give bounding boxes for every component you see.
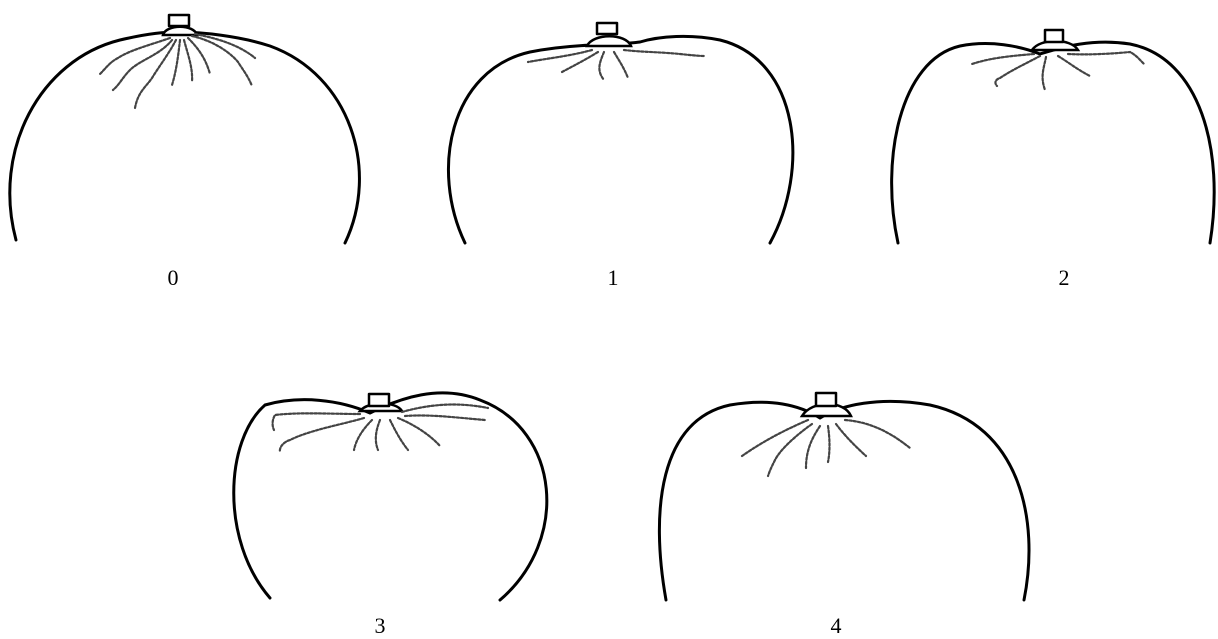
grade-label-2: 2 [1059, 265, 1070, 290]
stem [597, 23, 617, 34]
stem [816, 393, 836, 406]
fruit-grade-2: 2 [892, 30, 1215, 290]
stem-cavity [163, 27, 197, 35]
fruit-outline [10, 32, 360, 243]
fruit-outline [448, 36, 792, 243]
fruit-grade-1: 1 [448, 23, 792, 290]
stem [1045, 30, 1063, 42]
crack-lines [100, 34, 255, 108]
crack-lines [528, 50, 705, 80]
stem [169, 15, 189, 26]
stem-cavity [587, 36, 631, 46]
grade-label-4: 4 [831, 613, 842, 638]
fruit-outline [234, 393, 547, 600]
fruit-grade-3: 3 [234, 393, 547, 638]
grade-label-0: 0 [168, 265, 179, 290]
fruit-grade-0: 0 [10, 15, 360, 290]
grade-label-1: 1 [608, 265, 619, 290]
fruit-outline [659, 401, 1029, 600]
fruit-grade-4: 4 [659, 393, 1029, 638]
fruit-outline [892, 42, 1215, 243]
grade-label-3: 3 [375, 613, 386, 638]
crack-lines [972, 52, 1144, 90]
stem [369, 394, 389, 406]
crack-lines [742, 420, 910, 476]
